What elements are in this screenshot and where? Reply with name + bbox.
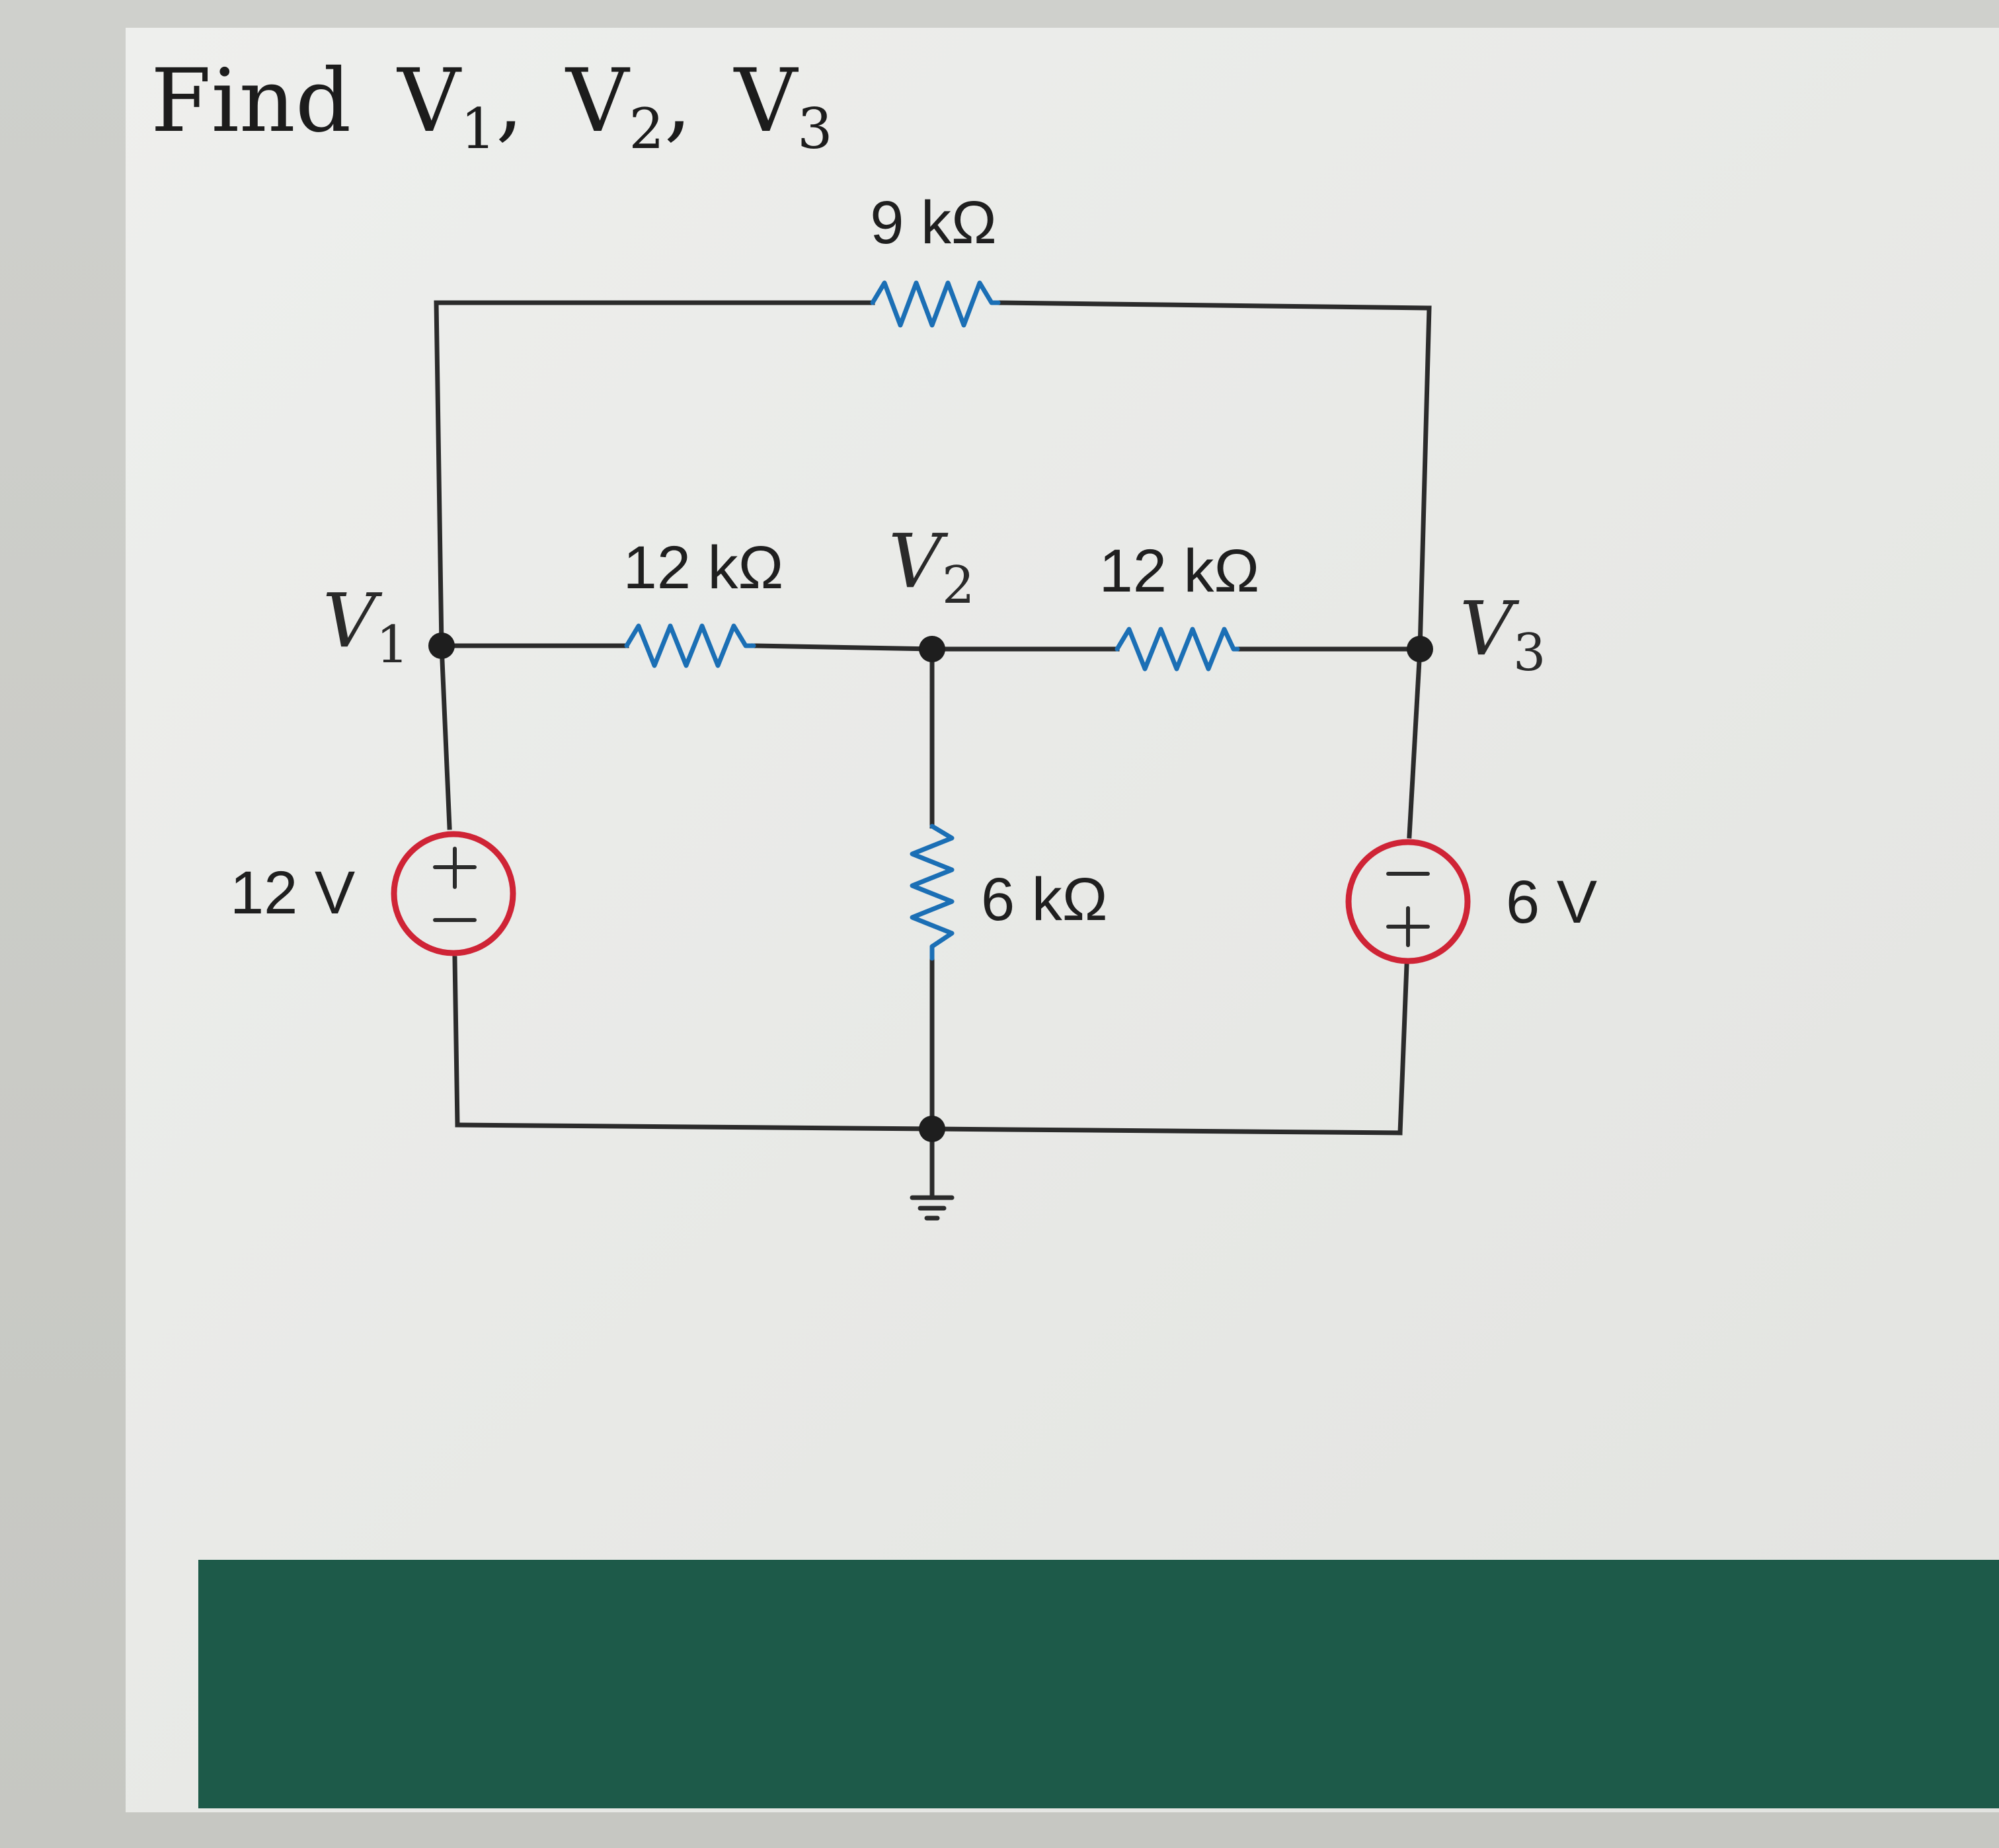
wire-top-right: [996, 300, 1432, 652]
title-var-2-sep: ,: [664, 50, 692, 152]
node-label-v3: V3: [1460, 586, 1546, 683]
node-label-v1: V1: [323, 578, 409, 675]
wire-left-resistor-v2: [751, 643, 935, 652]
resistor-left-zigzag: [624, 623, 756, 668]
wire-source-right-bottom: [1397, 962, 1409, 1136]
source-left-label: 12 V: [230, 859, 355, 927]
title-var-1-sep: ,: [496, 50, 524, 152]
title-var-2-sub: 2: [629, 96, 664, 161]
title-var-1-sub: 1: [461, 96, 496, 161]
resistor-middle-zigzag: [910, 824, 955, 961]
resistor-right-label: 12 kΩ: [1099, 537, 1260, 605]
green-footer-bar[interactable]: [198, 1560, 1999, 1808]
ground-icon: [910, 1195, 955, 1221]
resistor-top-label: 9 kΩ: [870, 189, 997, 256]
problem-title: Find V1, V2, V3: [151, 50, 833, 161]
plus-minus-icon: [433, 847, 477, 922]
wire-source-left-bottom: [452, 956, 460, 1128]
node-label-v2: V2: [888, 519, 975, 615]
source-right-label: 6 V: [1506, 868, 1597, 936]
resistor-right-zigzag: [1115, 627, 1240, 672]
minus-plus-icon: [1386, 872, 1430, 947]
resistor-left-label: 12 kΩ: [623, 534, 784, 601]
resistor-middle-label: 6 kΩ: [981, 866, 1108, 933]
node-dot-v3: [1407, 636, 1433, 662]
node-dot-v1: [428, 633, 455, 659]
voltage-source-left: [391, 831, 516, 956]
node-dot-v2: [919, 636, 945, 662]
wire-top-left: [434, 300, 875, 648]
node-dots: [428, 633, 1433, 1142]
voltage-source-right: [1345, 839, 1471, 964]
resistor-top-zigzag: [870, 280, 1001, 328]
node-dot-ground: [919, 1116, 945, 1142]
wires: [434, 300, 1432, 1199]
title-var-3-letter: V: [733, 50, 799, 152]
title-var-3-sub: 3: [797, 96, 832, 161]
title-var-2-letter: V: [565, 50, 631, 152]
title-prefix: Find: [151, 50, 351, 152]
wire-v1-source-left: [439, 643, 452, 830]
title-var-1-letter: V: [396, 50, 462, 152]
wire-v3-source-right: [1407, 646, 1423, 839]
